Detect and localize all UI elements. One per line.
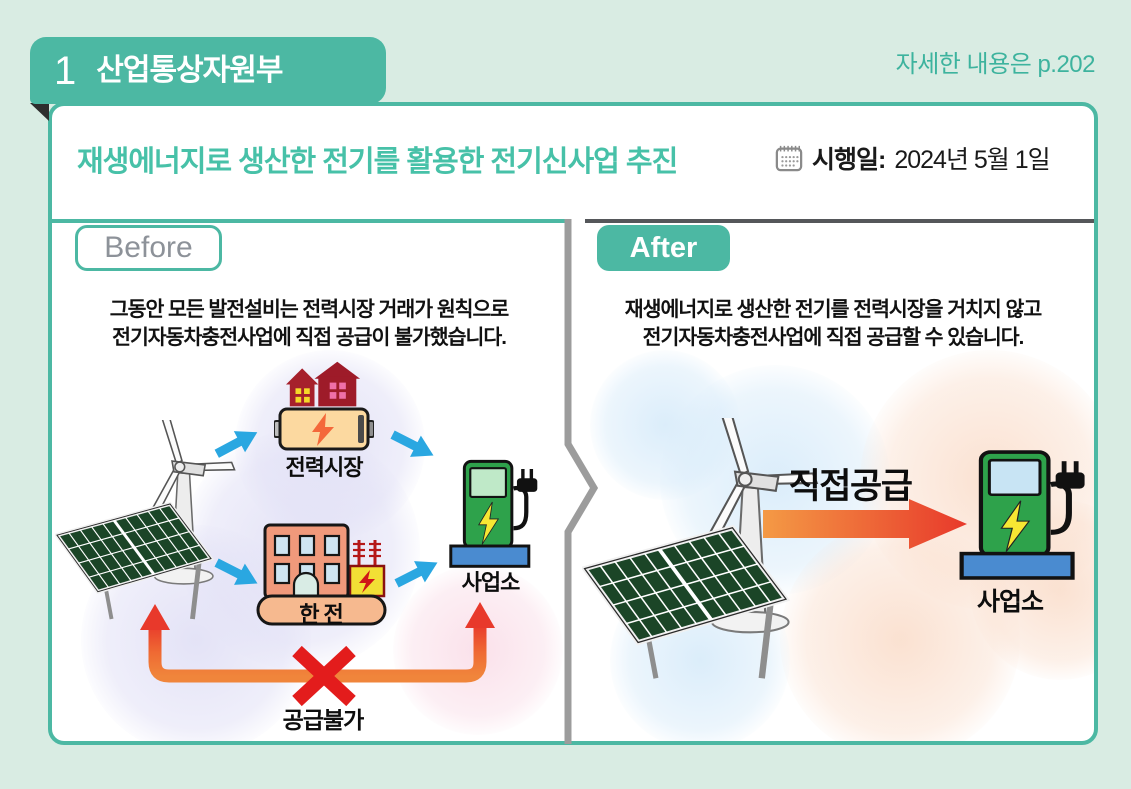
after-description-line2: 전기자동차충전사업에 직접 공급할 수 있습니다. <box>642 325 1025 349</box>
tab-corner-fold <box>30 103 49 121</box>
effective-date-row: 시행일: 2024년 5월 1일 <box>775 140 1051 176</box>
houses-icon <box>286 361 361 407</box>
effective-date-label: 시행일: <box>812 146 886 174</box>
kepco-label: 한 전 <box>299 602 344 627</box>
policy-title: 재생에너지로 생산한 전기를 활용한 전기신사업 추진 <box>77 146 678 178</box>
panel-divider-chevron <box>564 219 599 744</box>
after-description: 재생에너지로 생산한 전기를 전력시장을 거치지 않고 전기자동차충전사업에 직… <box>583 296 1083 351</box>
before-badge-text: Before <box>104 231 193 264</box>
solar-panel-icon <box>582 524 791 679</box>
watercolor-blob <box>590 350 740 500</box>
before-description-line2: 전기자동차충전사업에 직접 공급이 불가했습니다. <box>112 325 507 349</box>
more-info-page-ref: 자세한 내용은 p.202 <box>895 51 1096 78</box>
x-mark-icon <box>292 645 356 707</box>
after-description-line1: 재생에너지로 생산한 전기를 전력시장을 거치지 않고 <box>624 298 1042 321</box>
ministry-name: 산업통상자원부 <box>96 53 283 87</box>
before-panel-top-rule <box>52 219 568 223</box>
effective-date-value: 2024년 5월 1일 <box>894 146 1050 174</box>
kepco-building-icon <box>256 523 387 626</box>
ev-charger-icon <box>959 450 1085 580</box>
supply-blocked-label: 공급불가 <box>282 707 365 733</box>
ev-charger-icon <box>449 459 538 568</box>
before-description: 그동안 모든 발전설비는 전력시장 거래가 원칙으로 전기자동차충전사업에 직접… <box>57 296 561 351</box>
after-badge: After <box>597 225 730 271</box>
lightning-bolt-icon <box>312 413 334 446</box>
item-number: 1 <box>54 48 77 93</box>
ministry-header-tab: 1 산업통상자원부 <box>30 37 386 104</box>
calendar-icon <box>775 145 803 172</box>
direct-supply-arrow <box>763 499 967 549</box>
lightning-bolt-icon <box>478 501 500 545</box>
flow-arrow-icon <box>394 561 438 588</box>
after-badge-text: After <box>629 231 698 264</box>
flow-arrow-icon <box>214 558 258 585</box>
plug-icon <box>1055 472 1085 489</box>
direct-supply-label: 직접공급 <box>788 467 913 506</box>
transformer-icon <box>348 540 386 598</box>
renewables-icon <box>582 418 819 679</box>
business-office-label: 사업소 <box>976 588 1044 616</box>
after-panel-top-rule <box>585 219 1094 223</box>
before-description-line1: 그동안 모든 발전설비는 전력시장 거래가 원칙으로 <box>109 298 510 321</box>
charger-cable <box>1050 481 1072 535</box>
battery-icon <box>274 407 374 451</box>
lightning-bolt-icon <box>1000 500 1031 552</box>
charger-screen <box>469 467 507 498</box>
flow-arrow-icon <box>214 431 258 458</box>
power-market-label: 전력시장 <box>285 455 364 480</box>
charger-screen <box>987 458 1042 496</box>
plug-icon <box>516 478 538 492</box>
charger-base <box>449 544 531 568</box>
flow-arrow-icon <box>390 430 434 457</box>
before-badge: Before <box>75 225 222 271</box>
renewables-icon <box>55 420 236 620</box>
solar-panel-icon <box>55 501 215 620</box>
business-office-label: 사업소 <box>461 570 521 595</box>
charger-cable <box>513 485 529 531</box>
charger-base <box>959 551 1075 580</box>
